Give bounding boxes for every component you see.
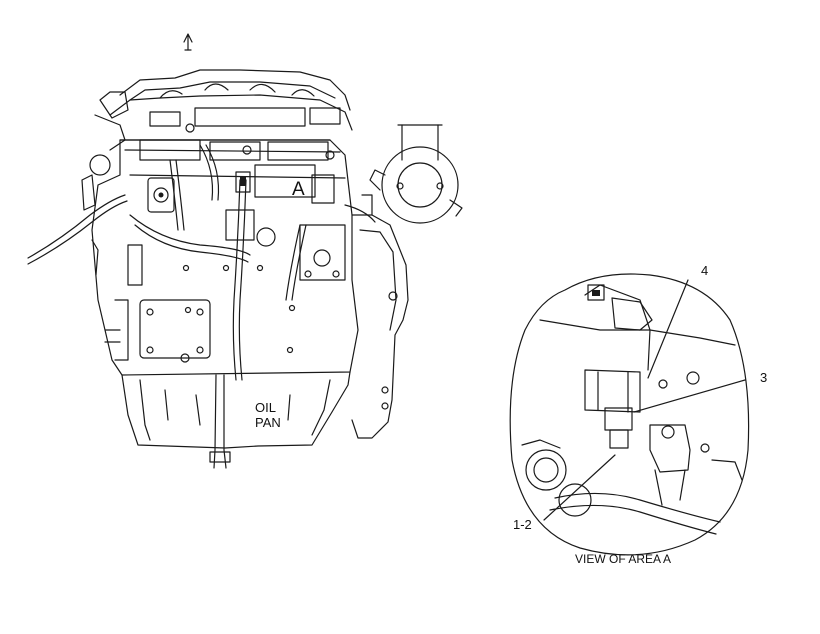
- oil-pan-label-line1: OIL: [255, 400, 276, 415]
- callout-1-2: 1-2: [513, 517, 532, 532]
- up-arrow-icon: [183, 33, 193, 51]
- engine-view: [27, 69, 463, 469]
- detail-caption: VIEW OF AREA A: [575, 552, 672, 566]
- detail-view-area-a: [509, 273, 750, 556]
- oil-pan-label-line2: PAN: [255, 415, 281, 430]
- callout-3: 3: [760, 370, 768, 385]
- callout-4-leader: [647, 279, 689, 379]
- area-a-marker: A: [292, 179, 305, 200]
- callout-3-leader: [633, 379, 746, 413]
- callout-4: 4: [701, 263, 709, 278]
- callout-1-2-leader: [543, 454, 616, 521]
